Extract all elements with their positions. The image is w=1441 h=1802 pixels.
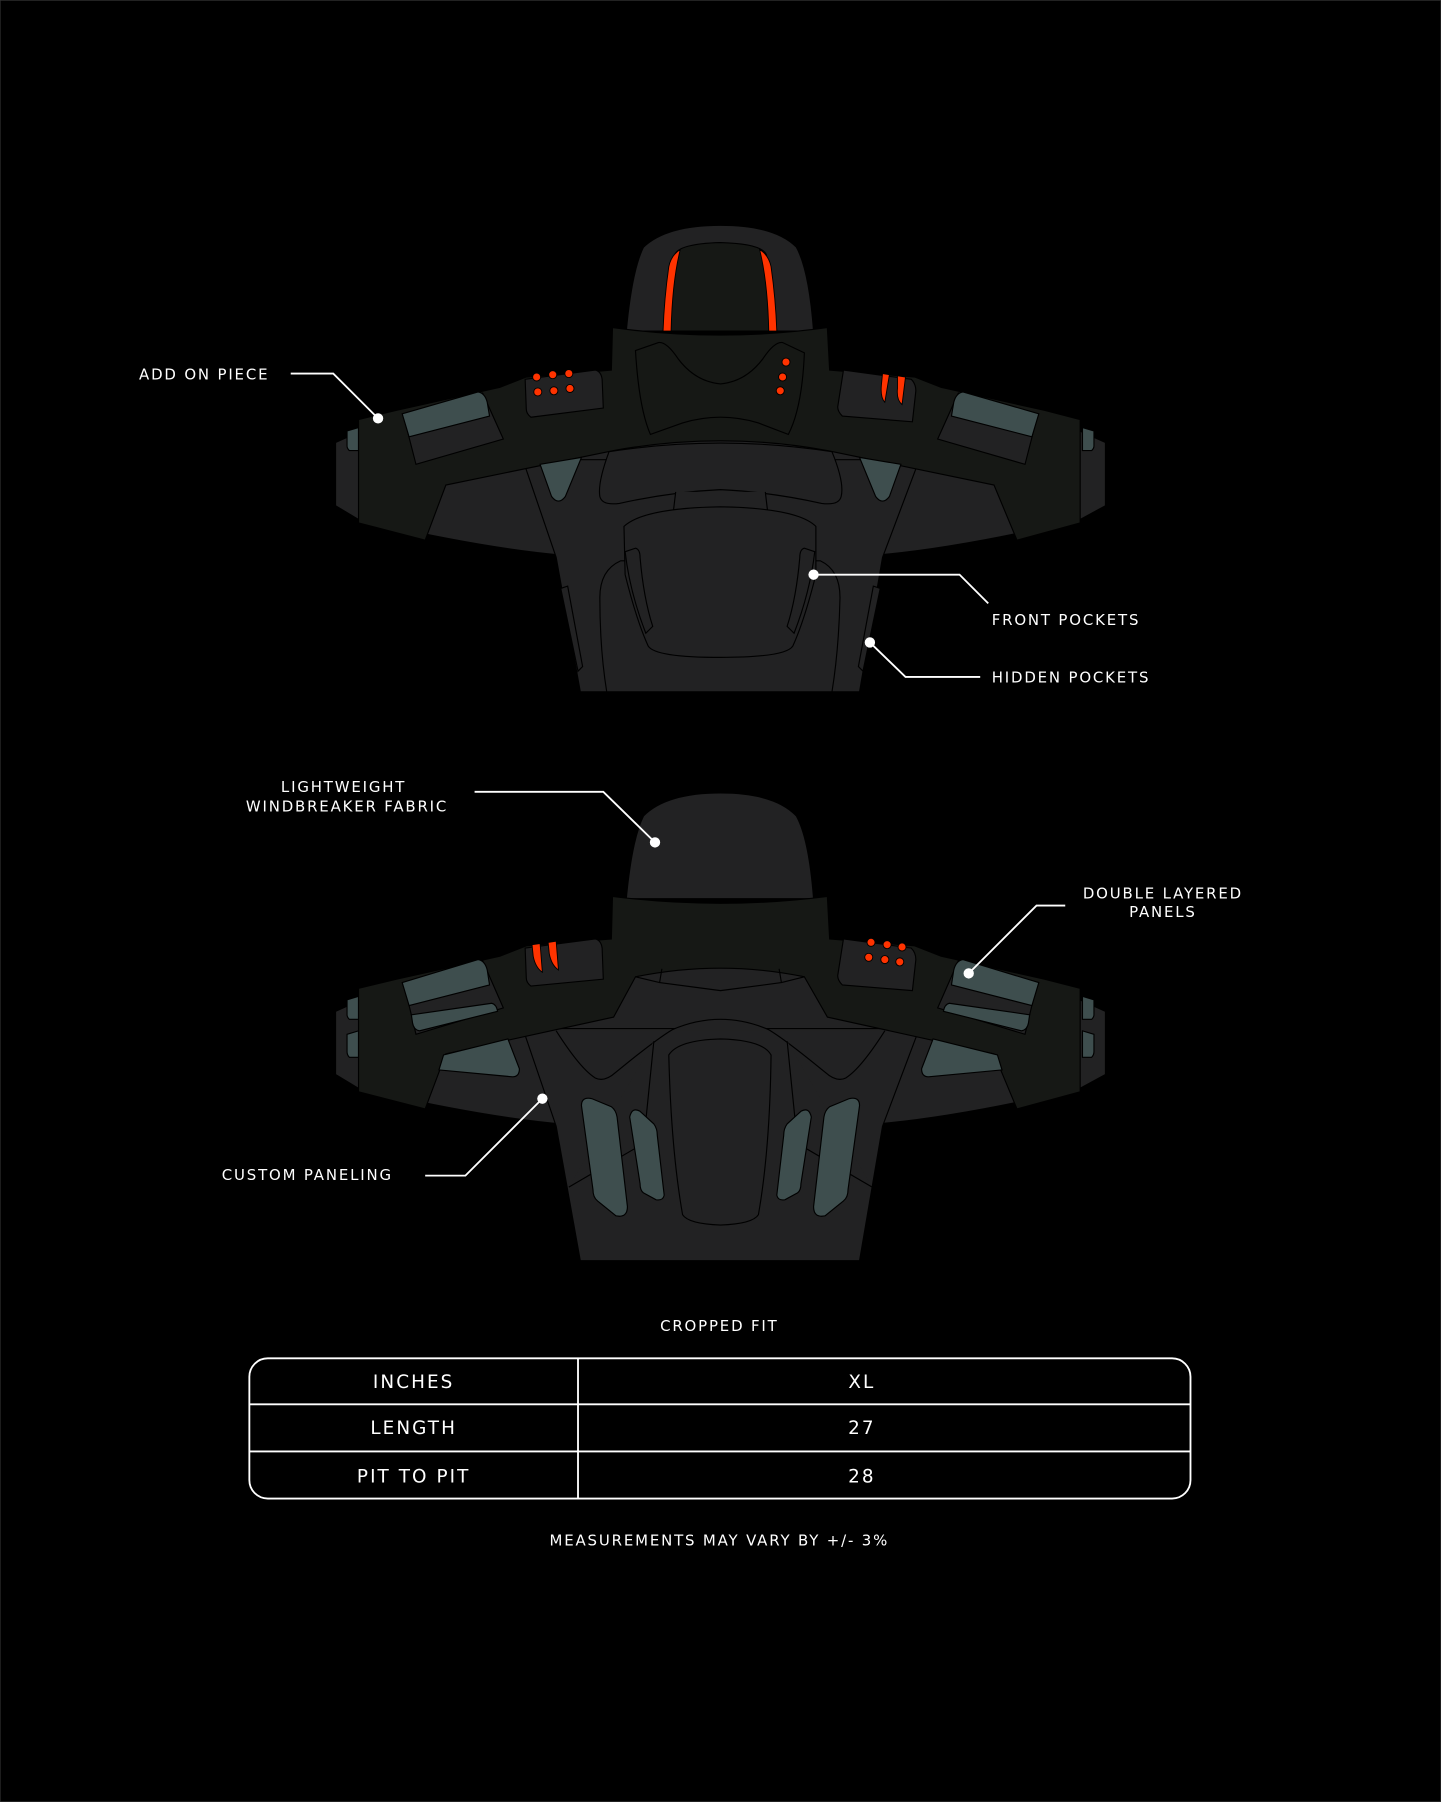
row-value: 27 [848, 1418, 876, 1439]
center-chest-piece [634, 341, 805, 436]
neck-seam [659, 968, 782, 983]
neck-panel [635, 967, 805, 992]
row-label: PIT TO PIT [357, 1466, 471, 1487]
hood-stripe-right [758, 248, 778, 332]
callout-label: ADD ON PIECE [139, 365, 269, 383]
callout-label: HIDDEN POCKETS [992, 669, 1151, 687]
left-back-stripe [547, 940, 560, 971]
front-pocket [623, 506, 817, 658]
right-chest-stripe [880, 373, 890, 404]
hidden-pocket-left [560, 585, 584, 673]
callout-label: FRONT POCKETS [992, 611, 1141, 629]
front-pocket-flap-right [786, 547, 816, 635]
right-cuff [1081, 426, 1095, 452]
callout-label: DOUBLE LAYERED [1083, 885, 1243, 903]
hood [625, 792, 815, 900]
callout-front-pockets: FRONT POCKETS [808, 569, 1141, 629]
left-shoulder-teal-upper [401, 959, 491, 1007]
left-back-pad [524, 938, 604, 987]
row-value: 28 [848, 1466, 876, 1487]
back-teal-panel [813, 1097, 861, 1217]
jacket-front-view [334, 224, 1107, 693]
right-chest-pad [837, 369, 917, 423]
right-underarm-teal [858, 456, 902, 502]
callout-windbreaker-fabric: LIGHTWEIGHT WINDBREAKER FABRIC [246, 778, 661, 848]
right-back-snaps [864, 937, 907, 967]
right-shoulder-teal [950, 391, 1040, 438]
size-chart-table: INCHES XL LENGTH 27 PIT TO PIT 28 [248, 1357, 1192, 1500]
chest-lower-panel [598, 442, 843, 505]
right-chest-stripe [896, 375, 907, 406]
right-sleeve-teal [921, 1038, 1003, 1078]
upper-back-yoke-seam [555, 1018, 886, 1080]
hood-inner [662, 241, 778, 332]
left-chest-snaps [532, 369, 575, 397]
left-back-stripe [531, 942, 543, 974]
callout-double-layered-panels: DOUBLE LAYERED PANELS [963, 885, 1243, 979]
left-cuff [346, 1030, 360, 1058]
front-pocket-flap-left [624, 547, 654, 635]
callout-hidden-pockets: HIDDEN POCKETS [864, 637, 1151, 687]
measurement-note: MEASUREMENTS MAY VARY BY +/- 3% [550, 1532, 890, 1550]
right-back-pad [837, 938, 917, 992]
right-cuff [1081, 995, 1095, 1020]
center-back-panel [668, 1038, 772, 1226]
right-chest-snaps [775, 357, 791, 396]
left-chest-pad [524, 369, 604, 418]
left-shoulder-teal [401, 391, 491, 438]
row-label: LENGTH [370, 1418, 457, 1439]
callout-label: WINDBREAKER FABRIC [246, 797, 448, 815]
right-cuff [1081, 1030, 1095, 1058]
callout-label: PANELS [1129, 903, 1197, 921]
back-teal-panel [776, 1109, 812, 1201]
left-cuff [346, 426, 360, 452]
callout-add-on-piece: ADD ON PIECE [139, 365, 384, 424]
left-shoulder-teal-lower [410, 1002, 499, 1032]
callout-label: LIGHTWEIGHT [281, 778, 406, 796]
back-teal-panel [580, 1097, 628, 1217]
right-shoulder-teal-lower [942, 1002, 1031, 1032]
size-chart-title: CROPPED FIT [660, 1317, 779, 1335]
header-cell: INCHES [373, 1372, 455, 1393]
callout-label: CUSTOM PANELING [222, 1166, 393, 1184]
left-sleeve-teal [438, 1038, 520, 1078]
back-teal-panel [629, 1109, 665, 1201]
callout-custom-paneling: CUSTOM PANELING [222, 1093, 548, 1184]
hood-stripe-left [662, 248, 682, 332]
left-cuff [346, 995, 360, 1020]
left-underarm-teal [539, 456, 583, 502]
header-cell: XL [848, 1372, 875, 1393]
